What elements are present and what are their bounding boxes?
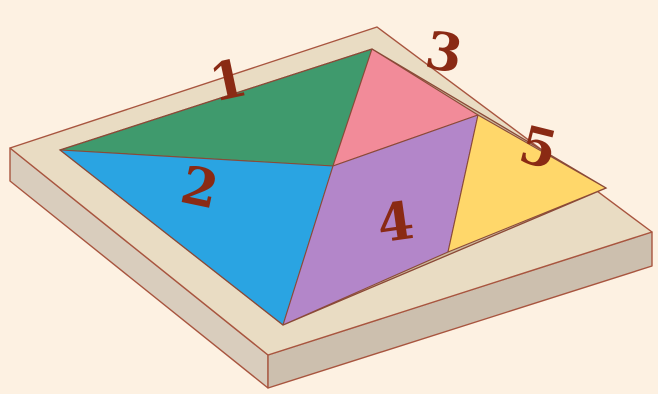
piece-label-3: 3	[421, 20, 467, 86]
